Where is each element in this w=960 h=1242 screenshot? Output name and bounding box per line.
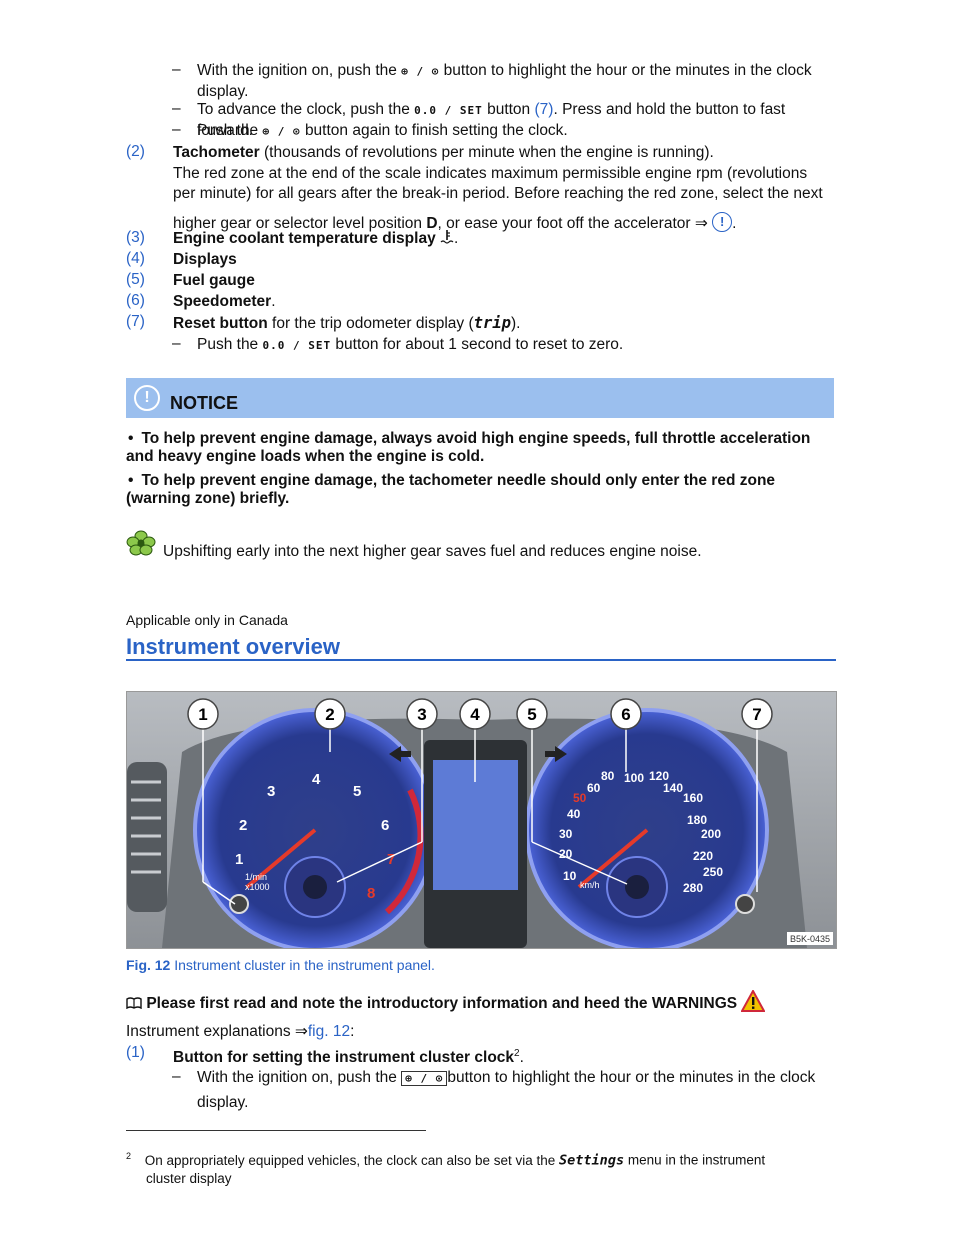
figure-callout: 1 — [198, 705, 207, 724]
item-coolant: Engine coolant temperature display . — [173, 230, 459, 247]
figure-callout: 7 — [752, 705, 761, 724]
tach-tick: 7 — [387, 851, 395, 868]
item-reset-button: Reset button for the trip odometer displ… — [173, 314, 521, 332]
speed-unit: km/h — [580, 880, 600, 890]
dash: – — [172, 335, 181, 352]
speed-tick: 100 — [624, 771, 644, 785]
speed-tick: 140 — [663, 781, 683, 795]
tach-tick: 3 — [267, 783, 275, 800]
clock-button-symbol: ⊕ / ⊙ — [401, 65, 440, 78]
item-number: (3) — [126, 229, 145, 246]
speed-tick: 80 — [601, 769, 615, 783]
warning-icon — [740, 988, 767, 1012]
item-number: (2) — [126, 143, 145, 160]
clock-button-symbol: ⊕ / ⊙ — [262, 125, 301, 138]
item-number: (7) — [126, 313, 145, 330]
notice-header: ! NOTICE — [126, 378, 834, 418]
figure-callout: 2 — [325, 705, 334, 724]
item-number: (4) — [126, 250, 145, 267]
item-fuel-gauge: Fuel gauge — [173, 272, 255, 289]
tach-unit: 1/min — [245, 872, 267, 882]
clock-button-symbol: ⊕ / ⊙ — [401, 1071, 448, 1086]
reset-button-symbol: 0.0 / SET — [414, 104, 483, 117]
instrument-cluster-figure: 1 2 3 4 5 6 7 8 1/min x1000 km/h 10 20 3… — [126, 691, 837, 949]
figure-callout: 3 — [417, 705, 426, 724]
notice-icon: ! — [134, 385, 160, 411]
tach-tick: 1 — [235, 851, 243, 868]
footnote: 2 On appropriately equipped vehicles, th… — [126, 1151, 766, 1186]
reset-button-symbol: 0.0 / SET — [262, 339, 332, 352]
section-rule — [126, 659, 836, 661]
item-displays: Displays — [173, 251, 237, 268]
item-speedometer: Speedometer. — [173, 293, 276, 310]
speed-tick: 40 — [567, 807, 581, 821]
tach-unit: x1000 — [245, 882, 270, 892]
speed-tick: 30 — [559, 827, 573, 841]
speed-tick: 50 — [573, 791, 587, 805]
speed-tick: 220 — [693, 849, 713, 863]
footnote-rule — [126, 1130, 426, 1131]
item-clock-button: Button for setting the instrument cluste… — [173, 1048, 524, 1067]
tach-tick: 8 — [367, 885, 375, 902]
dash: – — [172, 1068, 181, 1085]
dash: – — [172, 121, 181, 138]
speed-tick: 200 — [701, 827, 721, 841]
notice-bullet-2: •To help prevent engine damage, the tach… — [126, 472, 776, 507]
step-2: To advance the clock, push the 0.0 / SET… — [197, 101, 786, 139]
figure-caption: Fig. 12 Instrument cluster in the instru… — [126, 957, 435, 973]
read-first-note: Please first read and note the introduct… — [126, 988, 767, 1013]
speed-tick: 60 — [587, 781, 601, 795]
figure-ref-link[interactable]: fig. 12 — [307, 1023, 351, 1040]
step-1: With the ignition on, push the ⊕ / ⊙ but… — [197, 62, 812, 100]
section-title: Instrument overview — [126, 634, 340, 659]
ref-link[interactable]: (7) — [534, 101, 554, 118]
speed-tick: 180 — [687, 813, 707, 827]
tip-text: Upshifting early into the next higher ge… — [163, 543, 702, 560]
applicability-note: Applicable only in Canada — [126, 612, 288, 628]
step-3: Push the ⊕ / ⊙ button again to finish se… — [197, 122, 568, 139]
speed-tick: 250 — [703, 865, 723, 879]
figure-code: B5K-0435 — [790, 934, 830, 944]
item-tachometer: Tachometer (thousands of revolutions per… — [173, 144, 714, 161]
coolant-temperature-icon — [440, 230, 454, 244]
speed-tick: 10 — [563, 869, 577, 883]
reset-step: Push the 0.0 / SET button for about 1 se… — [197, 336, 624, 353]
speed-tick: 20 — [559, 847, 573, 861]
item-number: (1) — [126, 1044, 145, 1061]
figure-callout: 6 — [621, 705, 630, 724]
item-number: (6) — [126, 292, 145, 309]
item1-step: With the ignition on, push the ⊕ / ⊙butt… — [197, 1069, 816, 1111]
figure-callout: 5 — [527, 705, 536, 724]
speed-tick: 120 — [649, 769, 669, 783]
notice-bullet-1: •To help prevent engine damage, always a… — [126, 430, 811, 465]
speed-tick: 280 — [683, 881, 703, 895]
book-icon — [126, 997, 142, 1010]
tach-tick: 4 — [312, 771, 321, 788]
notice-label: NOTICE — [170, 393, 239, 413]
item-number: (5) — [126, 271, 145, 288]
tach-tick: 5 — [353, 783, 361, 800]
environment-tip-icon — [126, 530, 156, 556]
tach-tick: 6 — [381, 817, 389, 834]
instrument-cluster-illustration: 1 2 3 4 5 6 7 8 1/min x1000 km/h 10 20 3… — [127, 692, 836, 948]
dash: – — [172, 61, 181, 78]
dash: – — [172, 100, 181, 117]
speed-tick: 160 — [683, 791, 703, 805]
explanations-intro: Instrument explanations ⇒fig. 12: — [126, 1023, 355, 1040]
figure-callout: 4 — [470, 705, 480, 724]
tach-paragraph: The red zone at the end of the scale ind… — [173, 165, 823, 232]
tach-tick: 2 — [239, 817, 247, 834]
